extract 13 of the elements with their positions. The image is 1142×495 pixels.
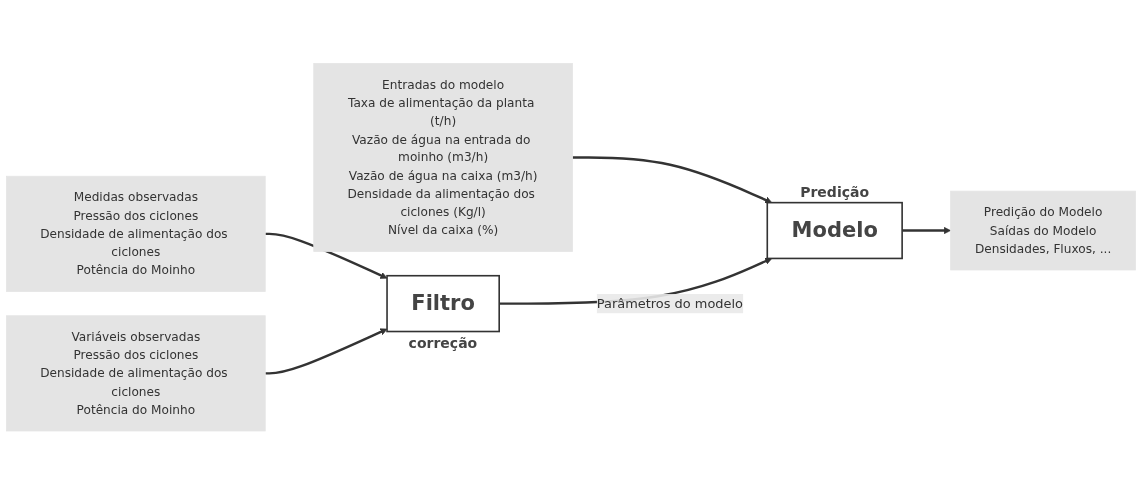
- node-box: Entradas do modelo Taxa de alimentação da planta (t/h) Vazão de água na entrada do moinho (m3/h) Vazão de água na caixa (m3/h) Densidade da alimentação dos ciclones (Kg/l) Nível da caixa (%): [313, 63, 573, 253]
- node-caption: Predição: [800, 183, 870, 200]
- node-box: Modelo: [766, 202, 903, 260]
- arrow: [265, 328, 388, 375]
- arrow: [572, 156, 773, 204]
- node-caption: correção: [408, 334, 478, 351]
- arrow: [265, 232, 388, 280]
- node-box: Predição do Modelo Saídas do Modelo Densidades, Fluxos, ...: [950, 191, 1136, 271]
- node-box: Medidas observadas Pressão dos ciclones Densidade de alimentação dos ciclones Potência do Moinho: [6, 176, 266, 293]
- arrow: [902, 227, 951, 235]
- edge-label: Parâmetros do modelo: [596, 295, 744, 312]
- node-box: Filtro: [386, 275, 500, 333]
- node-box: Variáveis observadas Pressão dos ciclones Densidade de alimentação dos ciclones Potência do Moinho: [6, 315, 266, 432]
